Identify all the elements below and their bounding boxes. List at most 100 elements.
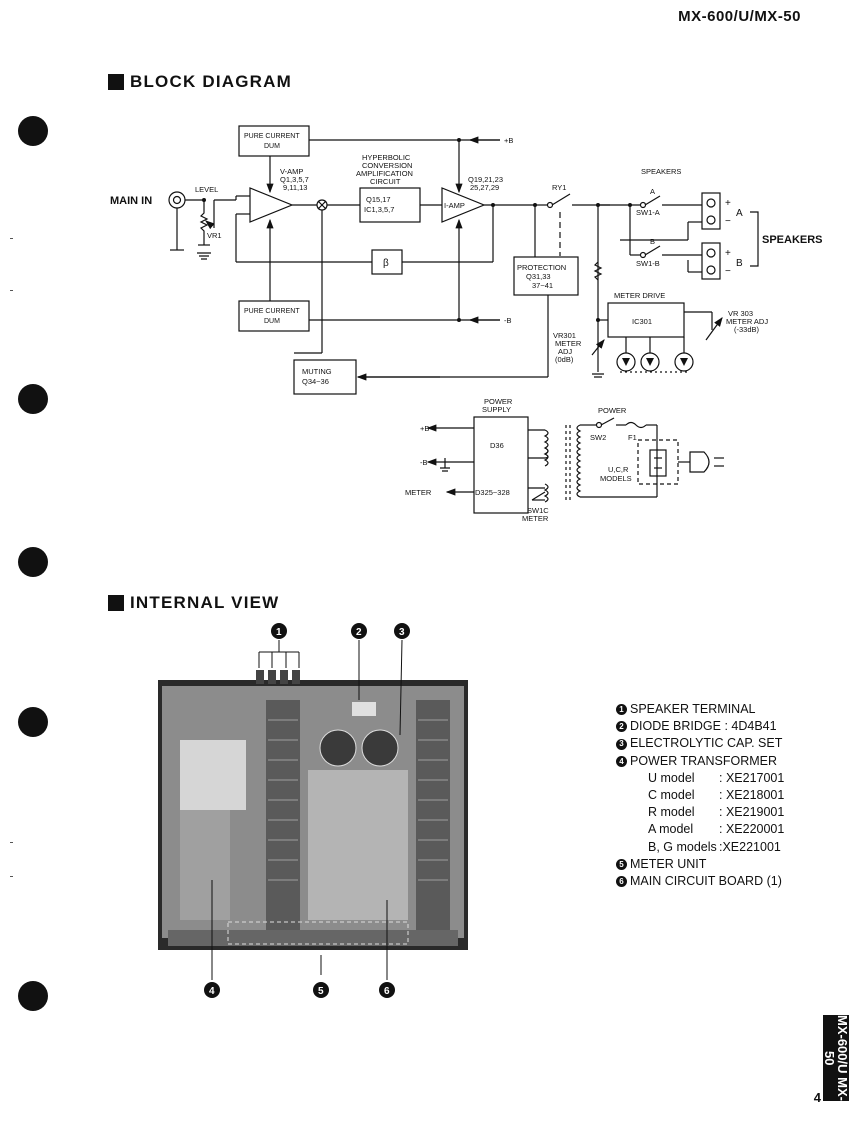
margin-tick (10, 290, 13, 291)
model-part: : XE220001 (719, 822, 785, 837)
callouts-layer: 1 2 3 4 5 6 (204, 623, 410, 998)
internal-view-title: INTERNAL VIEW (108, 593, 279, 613)
level-label: LEVEL (195, 185, 218, 194)
model-row: A model : XE220001 (616, 821, 784, 838)
ps-minus-b-label: -B (420, 458, 428, 467)
block-diagram: MAIN IN LEVEL VR1 PURE CURRENT DUM PURE … (110, 125, 823, 523)
swic-label-2: METER (522, 514, 549, 523)
sw1a-label: SW1-A (636, 208, 660, 217)
pure-current-bot-label: PURE CURRENT (244, 308, 300, 315)
callout-3: 3 (399, 627, 405, 638)
meter-out-label: METER (405, 488, 432, 497)
ps-label-1: POWER (484, 397, 513, 406)
binder-hole (18, 116, 48, 146)
models-label-2: MODELS (600, 474, 632, 483)
vr303-label-2: METER ADJ (726, 317, 768, 326)
callout-6: 6 (384, 986, 390, 997)
speakers-main-label: SPEAKERS (762, 234, 823, 246)
ic301-label: IC301 (632, 317, 652, 326)
model-row: B, G models :XE221001 (616, 839, 784, 856)
callout-5: 5 (318, 986, 324, 997)
margin-tick (10, 876, 13, 877)
sw2-label: SW2 (590, 433, 606, 442)
section-marker (108, 74, 124, 90)
binder-hole (18, 981, 48, 1011)
terminal-b-label: B (736, 258, 743, 269)
model-name: A model (648, 822, 694, 837)
legend-item: 3 ELECTROLYTIC CAP. SET (616, 735, 784, 752)
legend-text: SPEAKER TERMINAL (630, 702, 756, 716)
switch-a-label: A (650, 187, 655, 196)
terminal-minus-b: − (725, 266, 731, 277)
protection-label-3: 37~41 (532, 281, 553, 290)
vamp-label: V-AMP (280, 167, 303, 176)
legend-number: 6 (616, 876, 627, 888)
legend-number: 1 (616, 704, 627, 716)
minus-b-label: -B (504, 316, 512, 325)
internal-view-title-text: INTERNAL VIEW (130, 593, 280, 612)
swic-label-1: SW1C (527, 506, 549, 515)
d36-label: D36 (490, 441, 504, 450)
internal-view-photo (158, 670, 468, 950)
beta-label: β (383, 258, 389, 269)
pure-current-bot-label-2: DUM (264, 318, 280, 325)
legend-text: MAIN CIRCUIT BOARD (1) (630, 874, 782, 889)
binder-hole (18, 707, 48, 737)
model-row: U model : XE217001 (616, 770, 784, 787)
vr303-label-3: (-33dB) (734, 325, 760, 334)
model-row: C model : XE218001 (616, 787, 784, 804)
sw1b-label: SW1-B (636, 259, 660, 268)
model-name: R model (648, 805, 695, 820)
protection-label-1: PROTECTION (517, 263, 566, 272)
terminal-plus-a: + (725, 198, 731, 209)
legend-item: 6 MAIN CIRCUIT BOARD (1) (616, 873, 784, 890)
legend-item: 5 METER UNIT (616, 856, 784, 873)
model-part: : XE218001 (719, 788, 785, 803)
binder-hole (18, 547, 48, 577)
d325-label: D325~328 (475, 488, 510, 497)
hyper-label-3: AMPLIFICATION (356, 169, 413, 178)
callout-2: 2 (356, 627, 362, 638)
vr301-label-1: VR301 (553, 331, 576, 340)
terminal-a-label: A (736, 208, 743, 219)
models-label-1: U,C,R (608, 465, 629, 474)
section-marker (108, 595, 124, 611)
ps-plus-b-label: +B (420, 424, 429, 433)
side-model-tab: MX-600/U MX-50 (822, 1015, 849, 1101)
terminal-plus-b: + (725, 248, 731, 259)
model-header: MX-600/U/MX-50 (678, 8, 801, 25)
block-diagram-title-text: BLOCK DIAGRAM (130, 72, 292, 91)
ry1-label: RY1 (552, 183, 566, 192)
hyper-label-2: CONVERSION (362, 161, 412, 170)
legend-text: DIODE BRIDGE : 4D4B41 (630, 719, 777, 734)
switch-b-label: B (650, 237, 655, 246)
page-number: 4 (813, 1090, 821, 1105)
legend-number: 3 (616, 738, 627, 750)
meter-drive-label: METER DRIVE (614, 291, 665, 300)
model-name: C model (648, 788, 695, 803)
hyper-box-label-1: Q15,17 (366, 195, 391, 204)
iamp-label: I-AMP (444, 201, 465, 210)
margin-tick (10, 842, 13, 843)
legend-number: 2 (616, 721, 627, 733)
pure-current-top-label-2: DUM (264, 143, 280, 150)
legend-text: METER UNIT (630, 856, 707, 871)
vr301-label-4: (0dB) (555, 355, 574, 364)
plus-b-label: +B (504, 136, 513, 145)
block-diagram-title: BLOCK DIAGRAM (108, 72, 292, 92)
vr301-label-3: ADJ (558, 347, 572, 356)
binder-hole (18, 384, 48, 414)
vr1-label: VR1 (207, 231, 222, 240)
f1-label: F1 (628, 433, 637, 442)
legend-item: 4 POWER TRANSFORMER (616, 753, 784, 770)
main-in-label: MAIN IN (110, 195, 152, 207)
ps-label-2: SUPPLY (482, 405, 511, 414)
vamp-q-label-2: 9,11,13 (283, 183, 307, 192)
vr303-label-1: VR 303 (728, 309, 753, 318)
model-name: U model (648, 770, 695, 785)
iamp-q-label-2: 25,27,29 (470, 183, 499, 192)
terminal-minus-a: − (725, 216, 731, 227)
hyper-box-label-2: IC1,3,5,7 (364, 205, 394, 214)
pure-current-top-label: PURE CURRENT (244, 133, 300, 140)
protection-label-2: Q31,33 (526, 272, 551, 281)
